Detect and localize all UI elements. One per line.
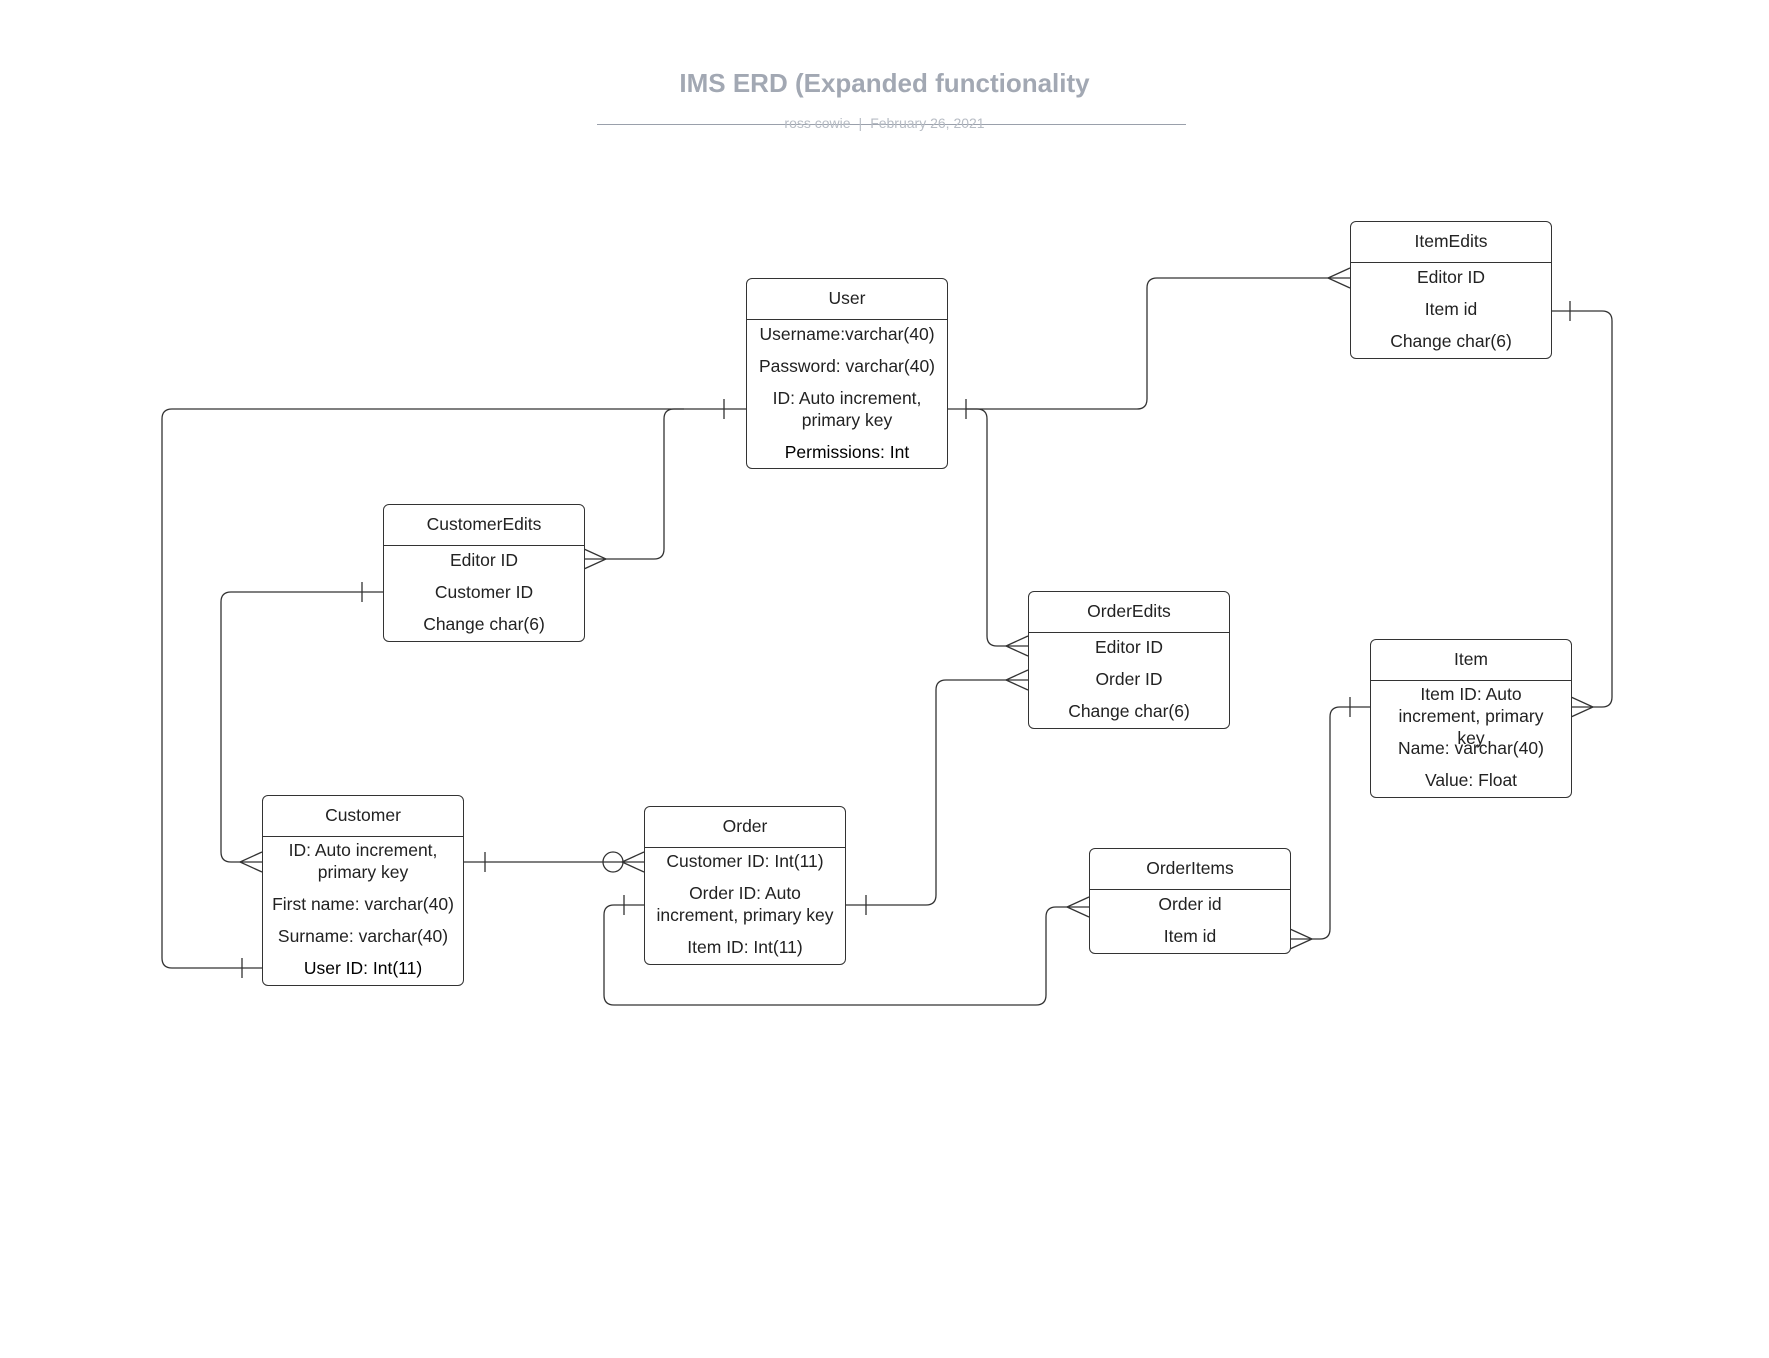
crowfoot-marker	[1570, 696, 1595, 718]
entity-field: ID: Auto increment, primary key	[772, 388, 922, 430]
entity-name: OrderEdits	[1029, 592, 1229, 633]
entity-field: Editor ID	[449, 550, 519, 570]
connector-user-orderedits[interactable]	[966, 408, 1028, 647]
crowfoot-marker	[583, 548, 608, 570]
entity-field: Order ID	[1095, 669, 1163, 689]
entity-orderitems[interactable]: OrderItems Order id Item id	[1089, 848, 1291, 954]
crowfoot-marker	[1004, 635, 1029, 657]
entity-field: Change char(6)	[423, 614, 545, 634]
entity-field: Permissions: Int	[784, 442, 910, 462]
date-label: February 26, 2021	[870, 115, 985, 131]
connector-user-customer[interactable]	[161, 408, 746, 969]
entity-name: CustomerEdits	[384, 505, 584, 546]
entity-field: Editor ID	[1416, 267, 1486, 287]
entity-field: Value: Float	[1424, 770, 1518, 790]
entity-field: Password: varchar(40)	[758, 356, 936, 376]
entity-field: Order id	[1158, 894, 1222, 914]
crowfoot-marker	[1065, 896, 1090, 918]
entity-order[interactable]: Order Customer ID: Int(11) Order ID: Aut…	[644, 806, 846, 965]
diagram-subtitle: ross cowie | February 26, 2021	[0, 115, 1769, 131]
connector-order-orderedits[interactable]	[846, 679, 1028, 906]
entity-customeredits[interactable]: CustomerEdits Editor ID Customer ID Chan…	[383, 504, 585, 642]
entity-name: Item	[1371, 640, 1571, 681]
entity-item[interactable]: Item Item ID: Auto increment, primary ke…	[1370, 639, 1572, 798]
entity-name: OrderItems	[1090, 849, 1290, 890]
entity-name: User	[747, 279, 947, 320]
title-divider	[597, 124, 1186, 125]
entity-itemedits[interactable]: ItemEdits Editor ID Item id Change char(…	[1350, 221, 1552, 359]
entity-field: First name: varchar(40)	[272, 894, 454, 914]
crowfoot-marker	[1289, 928, 1314, 950]
connector-user-itemedits[interactable]	[946, 277, 1350, 410]
entity-field: Username:varchar(40)	[759, 324, 935, 344]
entity-name: Customer	[263, 796, 463, 837]
entity-field: ID: Auto increment, primary key	[288, 840, 438, 882]
crowfoot-marker	[238, 851, 263, 873]
entity-field: Item ID: Int(11)	[687, 937, 803, 957]
entity-field: User ID: Int(11)	[303, 958, 423, 978]
entity-field: Item id	[1163, 926, 1217, 946]
entity-field: Customer ID: Int(11)	[666, 851, 824, 871]
entity-field: Customer ID	[434, 582, 534, 602]
entity-field: Item id	[1424, 299, 1478, 319]
separator: |	[858, 115, 863, 131]
connector-item-orderitems[interactable]	[1290, 706, 1370, 940]
entity-customer[interactable]: Customer ID: Auto increment, primary key…	[262, 795, 464, 986]
entity-field: Editor ID	[1094, 637, 1164, 657]
entity-field: Change char(6)	[1390, 331, 1512, 351]
author-label: ross cowie	[784, 115, 851, 131]
connector-itemedits-item[interactable]	[1550, 310, 1613, 708]
entity-field: Change char(6)	[1068, 701, 1190, 721]
entity-field: Name: varchar(40)	[1398, 738, 1544, 758]
connector-customeredits-customer[interactable]	[220, 591, 383, 863]
connector-user-customeredits[interactable]	[584, 408, 684, 560]
entity-user[interactable]: User Username:varchar(40) Password: varc…	[746, 278, 948, 469]
entity-orderedits[interactable]: OrderEdits Editor ID Order ID Change cha…	[1028, 591, 1230, 729]
entity-field: Order ID: Auto increment, primary key	[656, 883, 834, 925]
crowfoot-marker	[1004, 669, 1029, 691]
entity-name: Order	[645, 807, 845, 848]
entity-field: Item ID: Auto increment, primary key	[1398, 684, 1544, 748]
crowfoot-marker	[620, 851, 645, 873]
crowfoot-marker	[1326, 267, 1351, 289]
entity-field: Surname: varchar(40)	[277, 926, 449, 946]
diagram-title: IMS ERD (Expanded functionality	[679, 68, 1090, 98]
entity-name: ItemEdits	[1351, 222, 1551, 263]
connector-order-orderitems[interactable]	[603, 904, 1089, 1006]
